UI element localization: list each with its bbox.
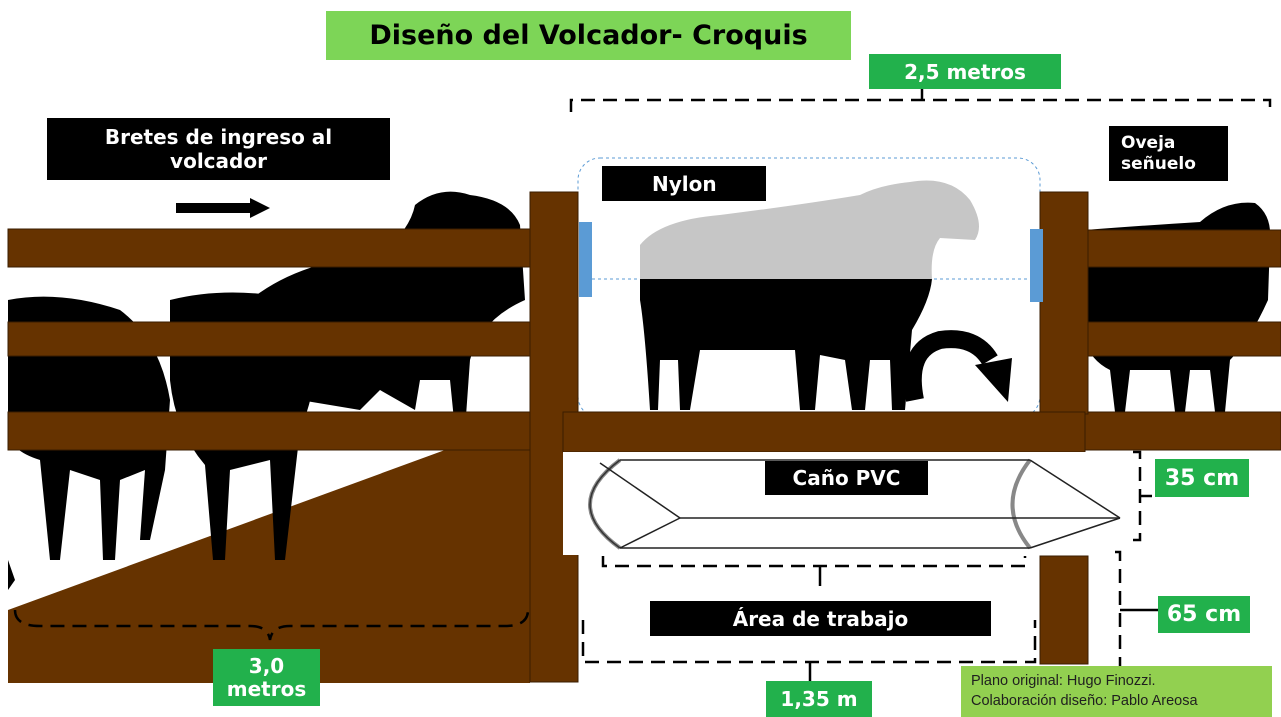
dimension-work-height: 65 cm [1158,596,1250,633]
rail-left-top [7,228,534,268]
dimension-width-top: 2,5 metros [869,54,1061,89]
dimension-width-bottom: 1,35 m [766,681,872,717]
rotation-arrow [903,330,998,402]
credit-original: Plano original: Hugo Finozzi. [971,673,1156,689]
label-oveja-senuelo: Oveja señuelo [1109,126,1228,181]
dimension-pipe-height: 35 cm [1155,459,1249,497]
diagram-title: Diseño del Volcador- Croquis [326,11,851,60]
volcador-sheep [640,180,979,410]
dim-line-work-area [601,556,1027,568]
label-area-trabajo: Área de trabajo [650,601,991,636]
dimension-length-left: 3,0 metros [213,649,320,706]
rail-left-bottom [7,411,534,451]
label-cano-pvc: Caño PVC [765,461,928,495]
credit-collaboration: Colaboración diseño: Pablo Areosa [971,693,1198,709]
rail-right-bottom [1084,411,1281,451]
crossbar [562,411,1086,453]
post-right-lower [1039,555,1089,665]
rail-right-middle [1084,321,1281,357]
clamp-left [579,222,592,297]
rotation-arrow-head [975,358,1012,402]
dim-line-top [569,98,1272,112]
dim-line-work-height [1115,550,1122,670]
clamp-right [1030,229,1043,302]
credits-box: Plano original: Hugo Finozzi. Colaboraci… [961,666,1272,717]
dim-line-left-length [13,609,530,641]
rail-right-top [1084,229,1281,268]
label-bretes: Bretes de ingreso al volcador [47,118,390,180]
rail-left-middle [7,321,534,357]
entry-direction-arrow-head [250,198,270,218]
label-nylon: Nylon [602,166,766,201]
post-right-upper [1039,191,1089,415]
